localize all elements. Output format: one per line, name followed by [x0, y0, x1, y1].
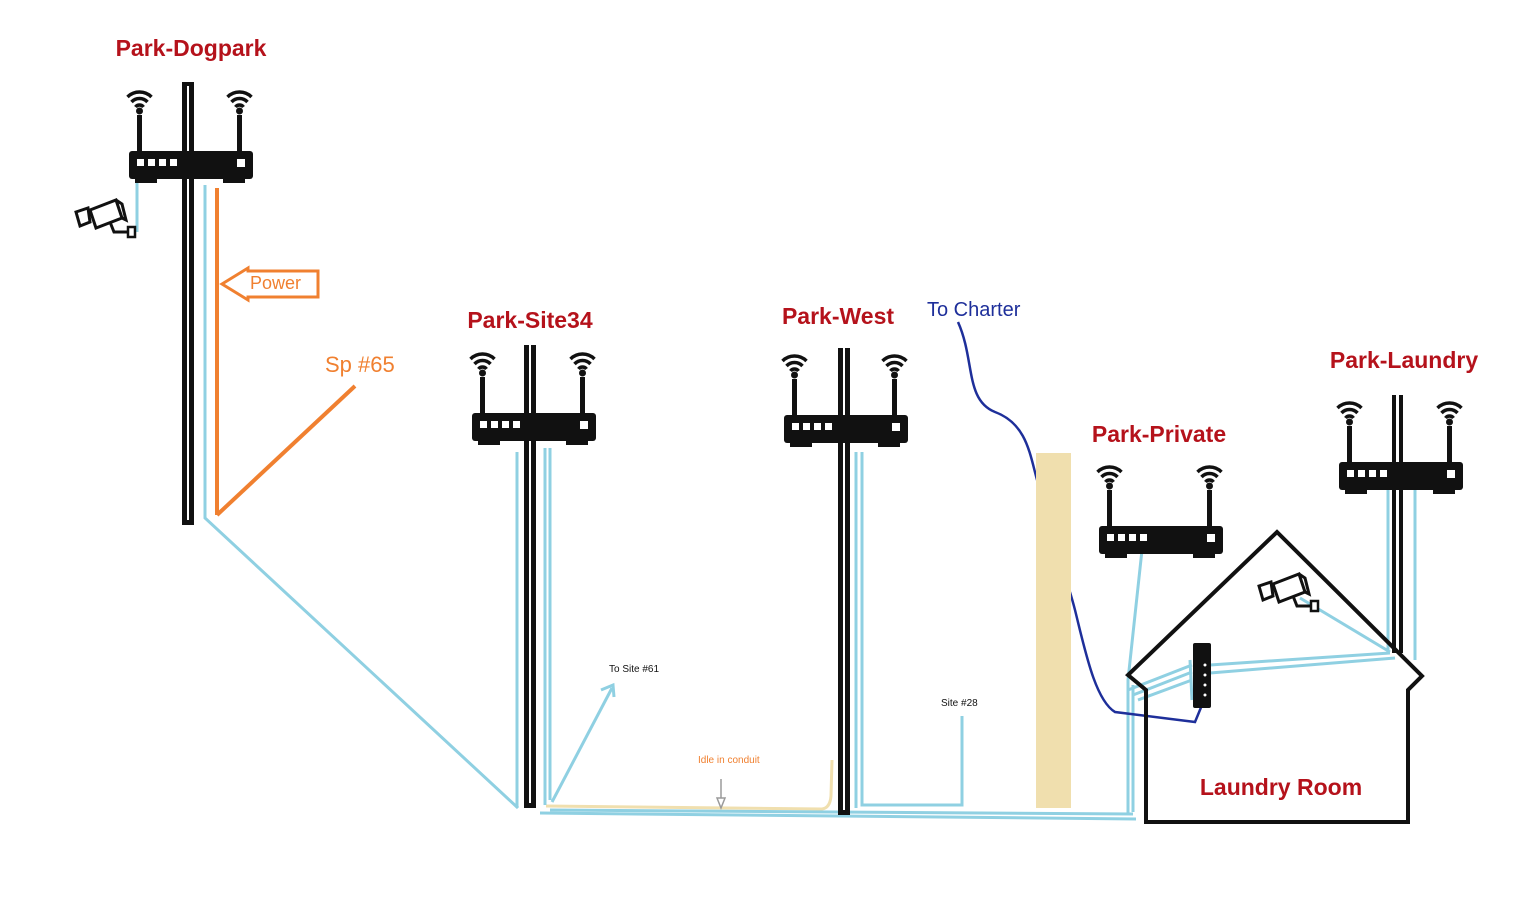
router-icon — [1098, 467, 1224, 558]
node-label-site34: Park-Site34 — [467, 307, 593, 333]
modem-icon — [1193, 643, 1211, 708]
node-label-laundry: Park-Laundry — [1330, 347, 1478, 373]
poles — [182, 82, 1403, 815]
arrow-icon — [715, 779, 727, 811]
sp65-label: Sp #65 — [325, 352, 395, 377]
charter-cable — [956, 321, 1204, 724]
site28-label: Site #28 — [941, 698, 978, 709]
camera-icon — [74, 198, 137, 239]
to-site61-label: To Site #61 — [609, 664, 659, 675]
idle-label: Idle in conduit — [698, 755, 760, 766]
to-charter-label: To Charter — [927, 299, 1021, 321]
tan-wall — [1036, 453, 1071, 808]
node-label-dogpark: Park-Dogpark — [116, 35, 267, 61]
node-label-west: Park-West — [782, 303, 894, 329]
idle-conduit-cable — [545, 759, 834, 811]
power-lines — [215, 188, 357, 517]
power-arrow-icon — [219, 265, 320, 303]
camera-icon — [1257, 572, 1320, 613]
power-label: Power — [250, 273, 301, 293]
node-label-private: Park-Private — [1092, 421, 1226, 447]
laundry-room-building — [1125, 529, 1425, 824]
building-label: Laundry Room — [1200, 774, 1362, 800]
ethernet-cables — [135, 180, 1417, 821]
